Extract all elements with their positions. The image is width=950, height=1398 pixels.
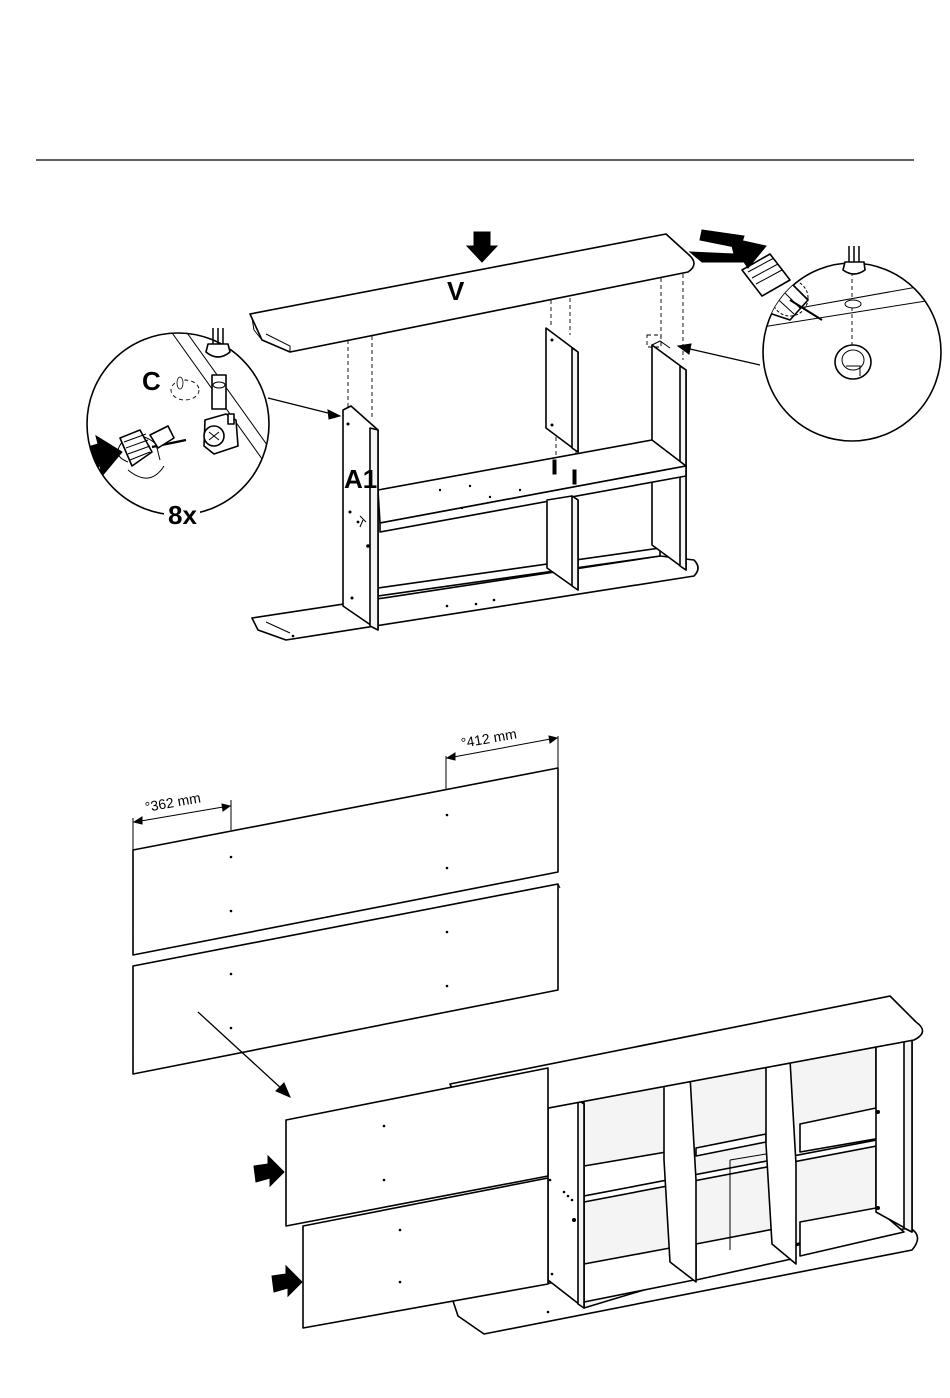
dowel-icon [212, 375, 226, 409]
side-panel-a1 [343, 406, 378, 630]
dimension-left-label: °362 mm [144, 789, 202, 815]
side-panel-label: A1 [344, 464, 377, 494]
step-back-panels: °412 mm °362 mm [133, 725, 923, 1334]
detail-callout-cam-lock: C 8x [64, 328, 285, 530]
bottom-board [252, 556, 698, 640]
quantity-label: 8x [168, 500, 197, 530]
leader-left-head [328, 410, 340, 419]
step-top-assembly: A1 V [64, 230, 945, 640]
middle-shelf [378, 440, 686, 532]
top-board-label: V [447, 276, 465, 306]
cam-lock-icon [204, 414, 238, 454]
leader-right [690, 349, 760, 365]
assembled-shelf-unit [254, 996, 923, 1334]
cam-lock-icon [835, 345, 871, 379]
leader-left [268, 398, 332, 414]
detail-callout-connector [690, 230, 945, 441]
fitting-label: C [142, 366, 161, 396]
leader-right-head [678, 344, 691, 354]
screw-icon [843, 246, 865, 274]
down-arrow-icon [467, 232, 497, 262]
